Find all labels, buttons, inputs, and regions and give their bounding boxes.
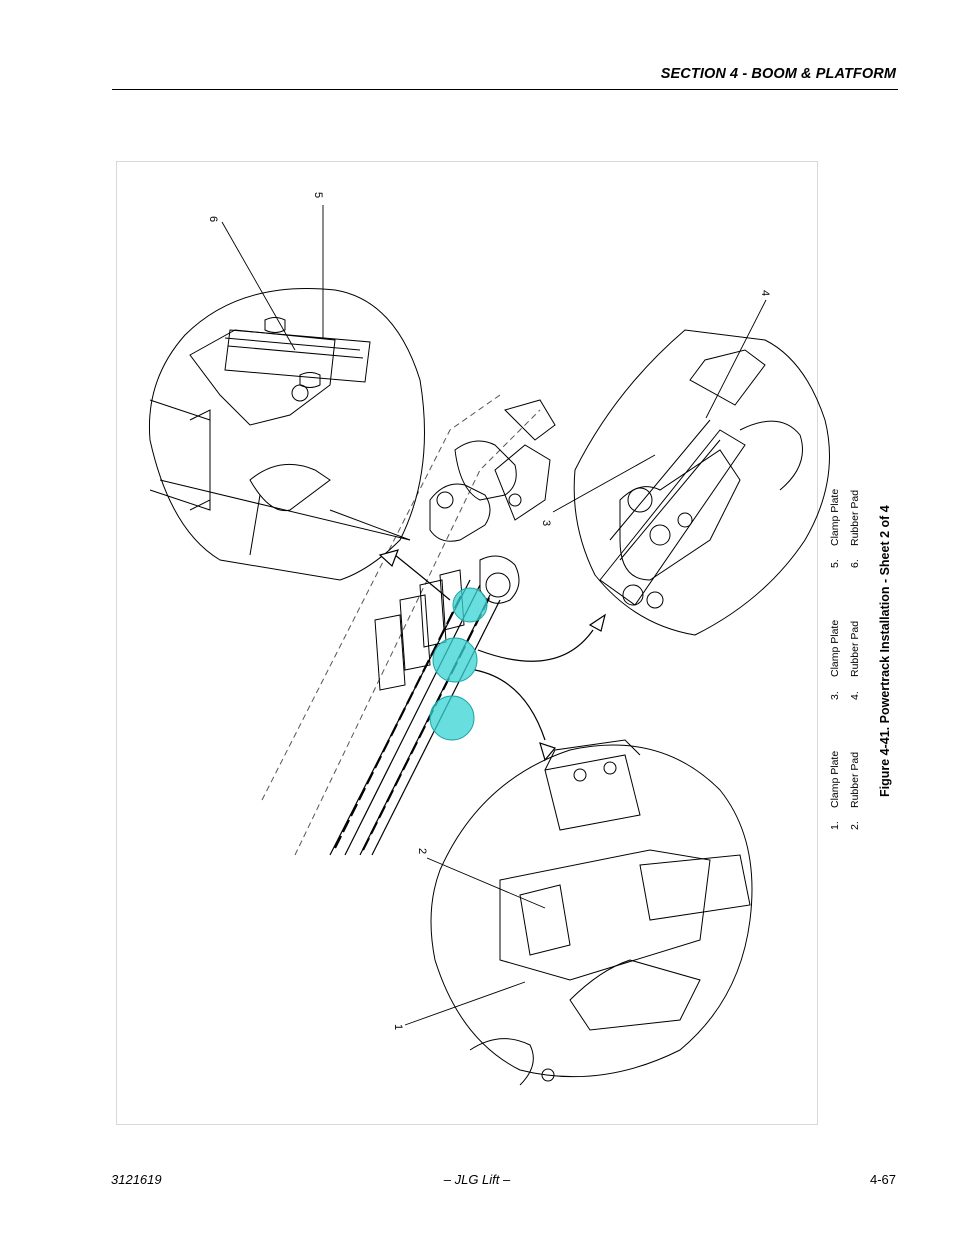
callout-2: 2 [416,848,428,854]
legend-label-1: Clamp Plate [829,751,841,808]
callout-3: 3 [540,520,552,526]
figure-frame [116,161,818,1125]
callout-4: 4 [759,290,771,296]
legend-num-6: 6. [849,559,861,568]
legend-num-1: 1. [829,821,841,830]
callout-5: 5 [312,192,324,198]
document-number: 3121619 [111,1172,162,1187]
detail-arrows [378,549,606,762]
section-title: SECTION 4 - BOOM & PLATFORM [660,66,896,82]
boom-assembly [261,394,556,856]
legend-label-5: Clamp Plate [829,489,841,546]
legend-num-5: 5. [829,559,841,568]
page-number: 4-67 [869,1172,896,1187]
legend-label-2: Rubber Pad [849,752,861,808]
detail-view-right [573,329,830,636]
detail-view-bottom [430,739,753,1086]
legend-label-4: Rubber Pad [849,621,861,677]
legend-num-3: 3. [829,691,841,700]
legend-num-2: 2. [849,821,861,830]
figure-caption: Figure 4-41. Powertrack Installation - S… [878,505,892,797]
callout-6: 6 [207,216,219,222]
header-rule [112,89,898,90]
legend-num-4: 4. [849,691,861,700]
legend-label-6: Rubber Pad [849,490,861,546]
callout-1: 1 [392,1024,404,1030]
highlight-callouts [429,587,488,741]
detail-view-top-left [148,287,425,581]
legend-label-3: Clamp Plate [829,620,841,677]
publisher-label: – JLG Lift – [443,1172,511,1187]
leader-lines [221,205,767,1026]
